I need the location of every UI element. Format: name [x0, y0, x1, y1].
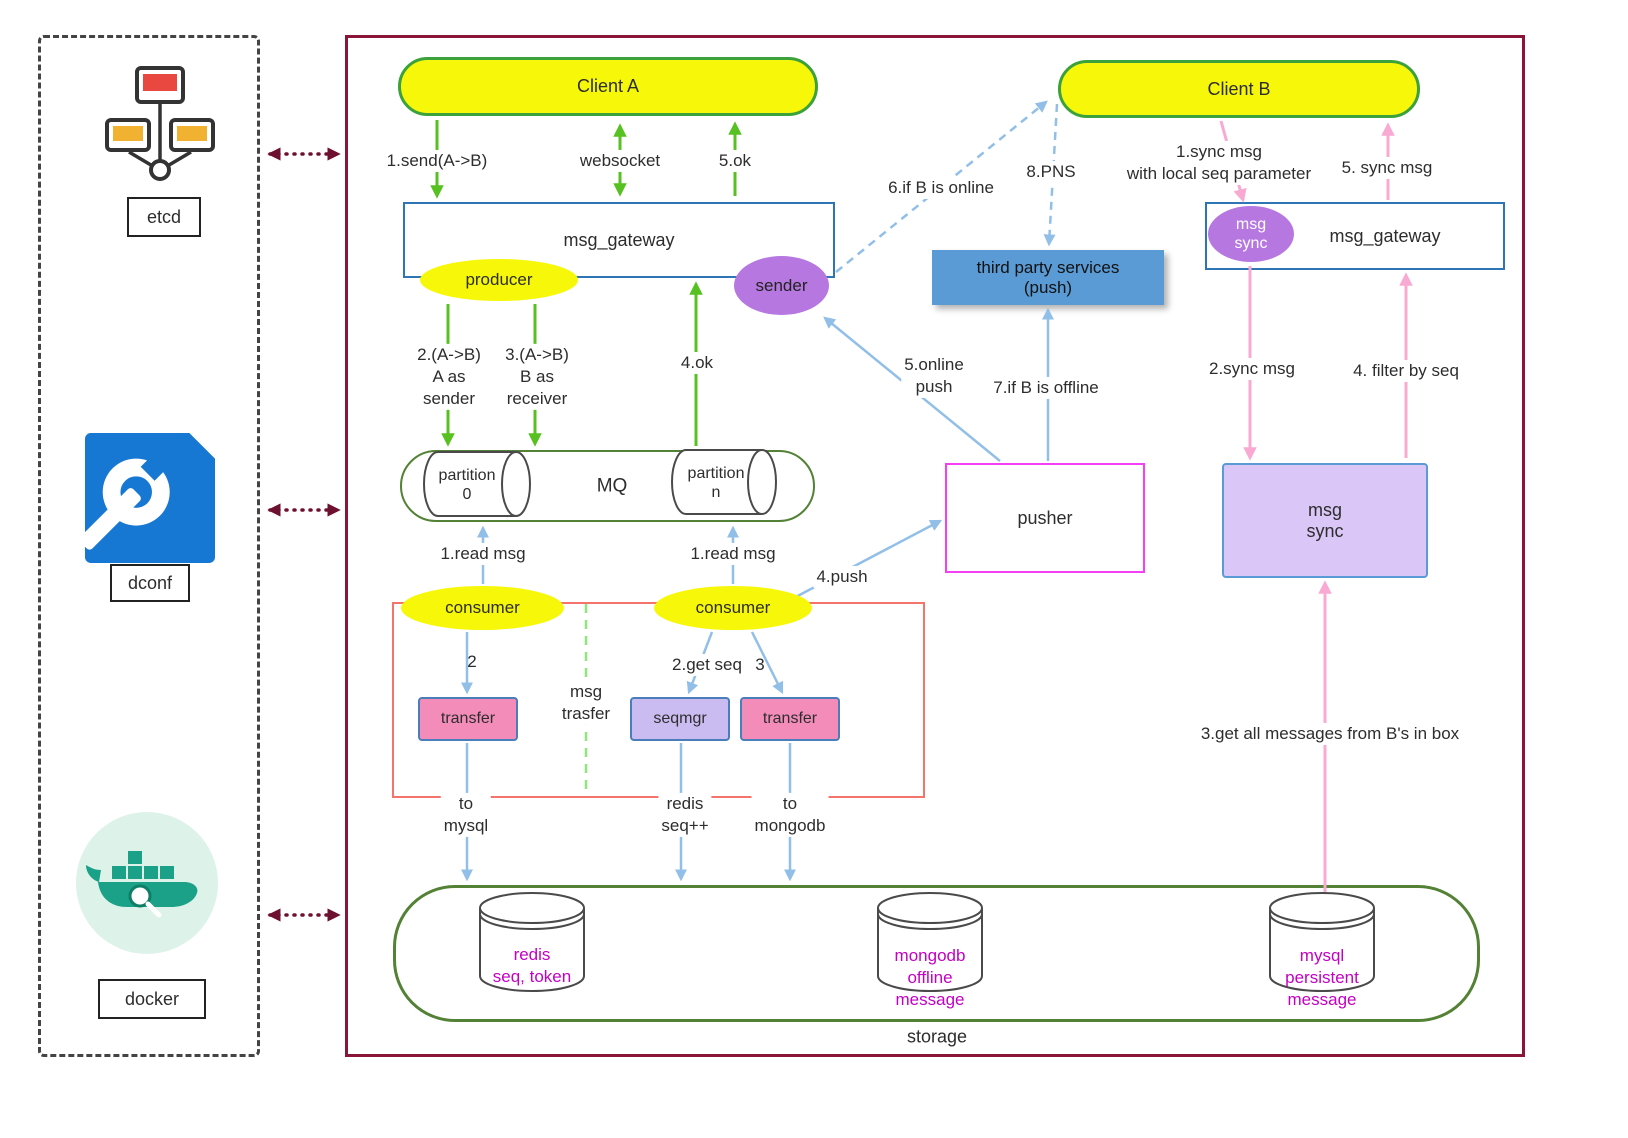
label-sync-msg2: 2.sync msg — [1206, 357, 1298, 381]
label-pns: 8.PNS — [1023, 160, 1079, 184]
partition-n-label: partition n — [687, 464, 745, 501]
label-filter-by-seq: 4. filter by seq — [1350, 359, 1462, 383]
left-panel — [38, 35, 260, 1057]
consumer-right-label: consumer — [695, 598, 771, 617]
mq-label: MQ — [596, 475, 628, 497]
mysql-label: mysql persistent message — [1285, 945, 1359, 1010]
etcd-label-box: etcd — [127, 197, 201, 237]
pusher-node: pusher — [945, 463, 1145, 573]
label-get-all-messages: 3.get all messages from B's in box — [1197, 722, 1463, 746]
etcd-label: etcd — [146, 206, 182, 227]
label-sync-msg5: 5. sync msg — [1338, 156, 1436, 180]
msg-trasfer-label: msg trasfer — [558, 680, 614, 726]
label-a-as-sender: 2.(A->B) A as sender — [414, 343, 484, 411]
transfer-left-label: transfer — [440, 710, 496, 727]
docker-label-box: docker — [98, 979, 206, 1019]
client-b-node: Client B — [1058, 60, 1420, 118]
label-ok5: 5.ok — [715, 149, 755, 173]
pusher-label: pusher — [1017, 507, 1073, 528]
client-b-label: Client B — [1207, 78, 1271, 99]
dconf-label: dconf — [127, 572, 173, 593]
producer-node: producer — [420, 259, 578, 301]
label-read-msg-left: 1.read msg — [437, 542, 529, 566]
msg-sync-ellipse-node: msg sync — [1208, 206, 1294, 262]
label-if-b-online: 6.if B is online — [885, 176, 997, 200]
label-if-b-offline: 7.if B is offline — [990, 376, 1102, 400]
consumer-right-node: consumer — [654, 586, 812, 630]
etcd-icon — [105, 66, 215, 181]
label-ok4: 4.ok — [677, 351, 717, 375]
msg-sync-ellipse-label: msg sync — [1234, 215, 1268, 252]
transfer-left-node: transfer — [418, 697, 518, 741]
msg-gateway-right-label: msg_gateway — [1329, 225, 1441, 246]
main-system-box — [345, 35, 1525, 1057]
redis-label: redis seq, token — [492, 944, 572, 986]
label-step2: 2 — [467, 651, 477, 671]
label-read-msg-right: 1.read msg — [687, 542, 779, 566]
label-to-mongodb: to mongodb — [751, 792, 829, 838]
third-party-services-node: third party services (push) — [932, 250, 1164, 305]
label-websocket: websocket — [576, 149, 664, 173]
producer-label: producer — [465, 270, 533, 289]
storage-label: storage — [906, 1026, 968, 1047]
transfer-right-label: transfer — [762, 710, 818, 727]
label-online-push: 5.online push — [901, 353, 967, 399]
label-push: 4.push — [813, 565, 871, 589]
consumer-left-label: consumer — [445, 598, 520, 617]
sender-label: sender — [755, 275, 808, 295]
third-party-services-label: third party services (push) — [976, 257, 1120, 297]
seqmgr-node: seqmgr — [630, 697, 730, 741]
docker-icon — [76, 812, 218, 954]
client-a-label: Client A — [576, 76, 640, 96]
partition-0-label: partition 0 — [438, 466, 496, 503]
label-sync-with-seq: 1.sync msg with local seq parameter — [1123, 140, 1315, 186]
msg-sync-box-node: msg sync — [1222, 463, 1428, 578]
client-a-node: Client A — [398, 57, 818, 116]
label-get-seq: 2.get seq — [669, 653, 745, 677]
label-send: 1.send(A->B) — [383, 149, 491, 173]
transfer-right-node: transfer — [740, 697, 840, 741]
seqmgr-label: seqmgr — [653, 710, 707, 727]
mongodb-label: mongodb offline message — [894, 945, 966, 1010]
consumer-left-node: consumer — [401, 586, 564, 630]
label-redis-seq: redis seq++ — [658, 792, 712, 838]
msg-sync-box-label: msg sync — [1306, 499, 1344, 541]
label-b-as-receiver: 3.(A->B) B as receiver — [502, 343, 572, 411]
label-step3: 3 — [755, 654, 765, 674]
sender-node: sender — [734, 256, 829, 315]
dconf-icon — [85, 433, 215, 563]
docker-label: docker — [124, 988, 180, 1009]
label-to-mysql: to mysql — [440, 792, 492, 838]
dconf-label-box: dconf — [110, 564, 190, 602]
msg-gateway-left-label: msg_gateway — [563, 229, 675, 250]
